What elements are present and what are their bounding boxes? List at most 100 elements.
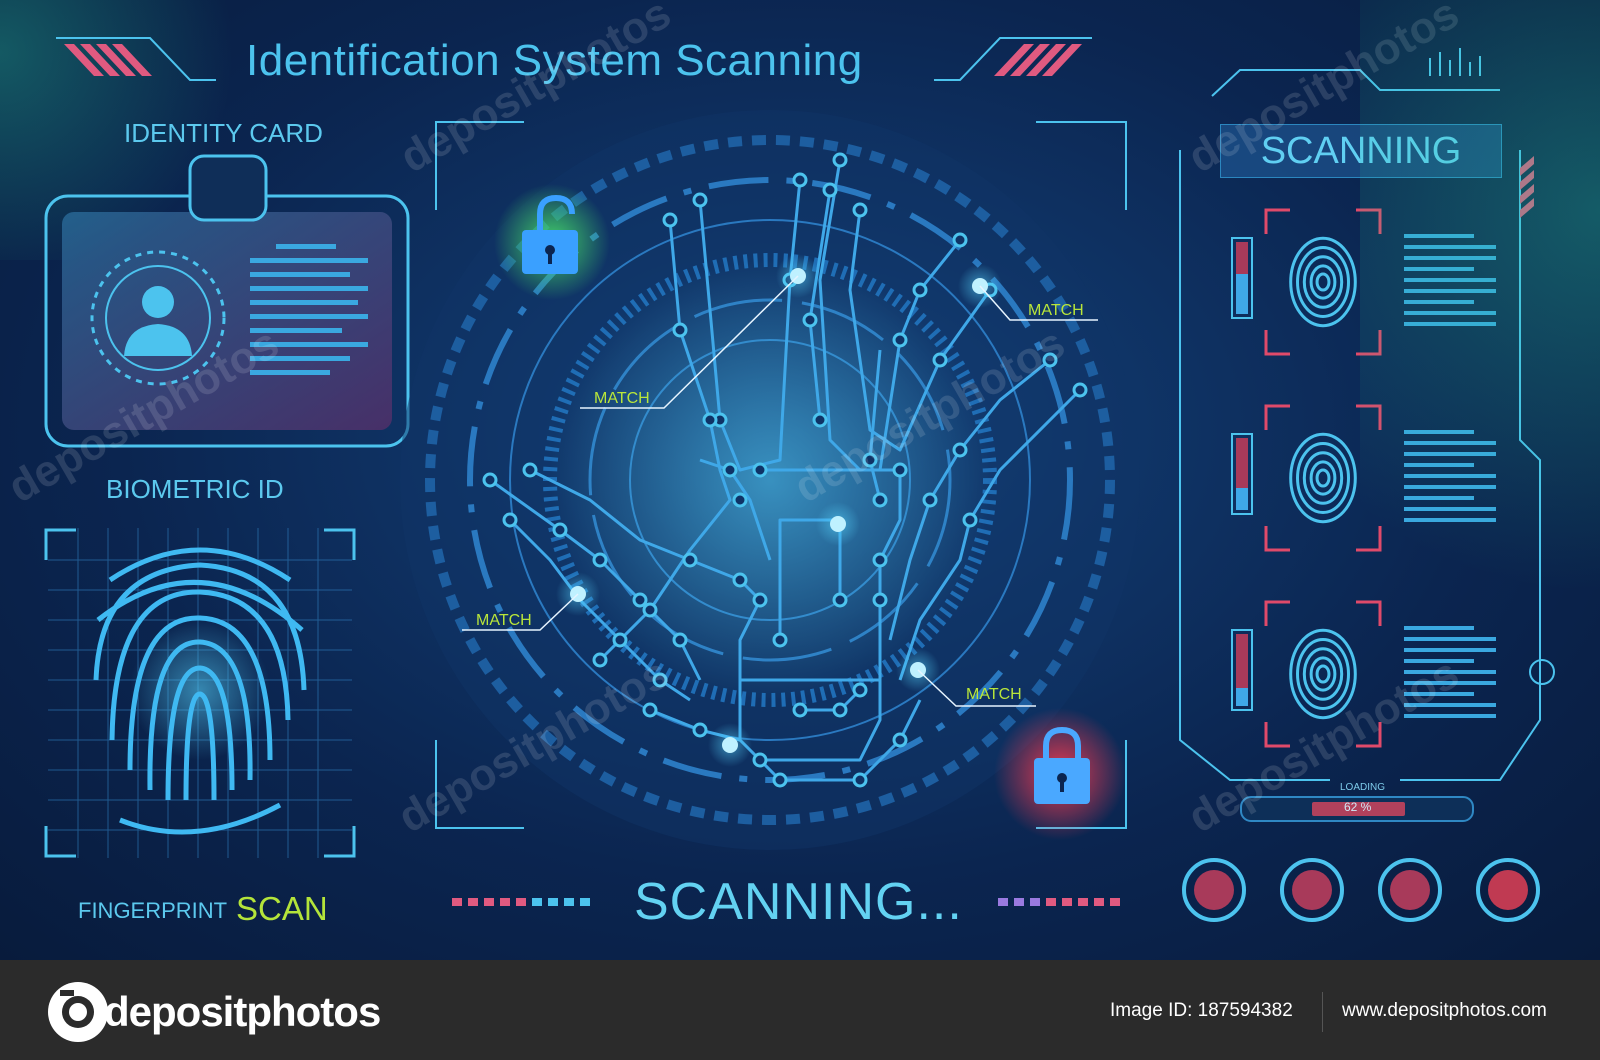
text-line (1404, 637, 1496, 641)
circuit-node (792, 702, 808, 718)
text-line (1404, 267, 1474, 271)
circuit-node (732, 492, 748, 508)
progress-dashes (452, 898, 1120, 906)
circuit-node (682, 552, 698, 568)
text-line (1404, 496, 1474, 500)
fingerprint-icon (1289, 628, 1357, 720)
circuit-node (612, 632, 628, 648)
site-link[interactable]: www.depositphotos.com (1342, 1000, 1547, 1021)
circuit-node (752, 752, 768, 768)
circuit-node (802, 312, 818, 328)
fingerprint-icon (44, 528, 356, 858)
loading-label: LOADING (1340, 782, 1386, 793)
text-line (1404, 714, 1496, 718)
identity-card-title: IDENTITY CARD (124, 118, 323, 148)
circuit-node (892, 462, 908, 478)
scan-bracket (1264, 208, 1382, 356)
text-line (1404, 300, 1474, 304)
text-line (1404, 474, 1496, 478)
circuit-node (892, 732, 908, 748)
text-line (1404, 430, 1474, 434)
fingerprint-row (1231, 404, 1496, 552)
circuit-node (482, 472, 498, 488)
circuit-node (592, 552, 608, 568)
circuit-node (702, 412, 718, 428)
circuit-node (962, 512, 978, 528)
text-line (1404, 256, 1496, 260)
circuit-node (662, 212, 678, 228)
hud-graphics (44, 37, 1555, 922)
match-label: MATCH (966, 686, 1022, 703)
circuit-node (952, 232, 968, 248)
text-line (1404, 659, 1474, 663)
level-meter (1231, 629, 1253, 711)
header-stripes (64, 44, 1082, 76)
match-label: MATCH (594, 390, 650, 407)
level-fill (1236, 688, 1248, 706)
level-meter (1231, 237, 1253, 319)
scanner-screen: Identification System Scanning IDENTITY … (0, 0, 1600, 960)
circuit-node (752, 592, 768, 608)
circuit-node (642, 602, 658, 618)
scan-bracket (1264, 404, 1382, 552)
circuit-node (822, 182, 838, 198)
loading-fill (1312, 802, 1405, 816)
circuit-node (852, 682, 868, 698)
id-card (44, 154, 410, 448)
text-line (1404, 245, 1496, 249)
circuit-node (872, 492, 888, 508)
circuit-node (872, 552, 888, 568)
level-empty (1236, 634, 1248, 688)
circuit-node (832, 702, 848, 718)
circuit-node (792, 172, 808, 188)
text-line (1404, 681, 1496, 685)
text-line (1404, 289, 1496, 293)
image-id-value: 187594382 (1197, 1000, 1293, 1021)
text-line (1404, 626, 1474, 630)
circuit-node (772, 772, 788, 788)
text-line (1404, 703, 1496, 707)
match-leaders (462, 275, 1098, 707)
circuit-node (952, 442, 968, 458)
header-decor (56, 37, 1092, 81)
text-line (1404, 485, 1496, 489)
scanning-status: SCANNING... (634, 873, 963, 931)
text-line (1404, 311, 1496, 315)
fingerprint-icon (1289, 432, 1357, 524)
circuit-node (872, 592, 888, 608)
hand-nodes (482, 152, 1088, 788)
fingerprint-icon (1289, 236, 1357, 328)
watermark-bar (0, 960, 1600, 1060)
circuit-node (832, 152, 848, 168)
text-line (1404, 648, 1496, 652)
text-line (1404, 322, 1496, 326)
circuit-node (522, 462, 538, 478)
circuit-node (592, 652, 608, 668)
level-empty (1236, 242, 1248, 274)
circuit-node (892, 332, 908, 348)
brand-logo-text: depositphotos (104, 988, 381, 1035)
level-meter (1231, 433, 1253, 515)
text-line (1404, 452, 1496, 456)
level-empty (1236, 438, 1248, 488)
circuit-node (752, 462, 768, 478)
circuit-node (772, 632, 788, 648)
divider (1322, 992, 1323, 1032)
page-title: Identification System Scanning (246, 36, 863, 85)
lanyard-clip-icon (188, 154, 268, 222)
biometric-title: BIOMETRIC ID (106, 474, 284, 504)
circuit-node (932, 352, 948, 368)
circuit-node (852, 202, 868, 218)
text-line (1404, 692, 1474, 696)
circuit-node (732, 572, 748, 588)
text-line (1404, 234, 1474, 238)
circuit-node (692, 192, 708, 208)
circuit-node (502, 512, 518, 528)
circuit-node (552, 522, 568, 538)
circuit-node (692, 722, 708, 738)
user-avatar-icon (124, 286, 192, 356)
match-label: MATCH (1028, 302, 1084, 319)
fingerprint-label: FINGERPRINT (78, 898, 228, 923)
scan-label: SCAN (236, 890, 328, 927)
loading-percent: 62 % (1344, 800, 1372, 814)
